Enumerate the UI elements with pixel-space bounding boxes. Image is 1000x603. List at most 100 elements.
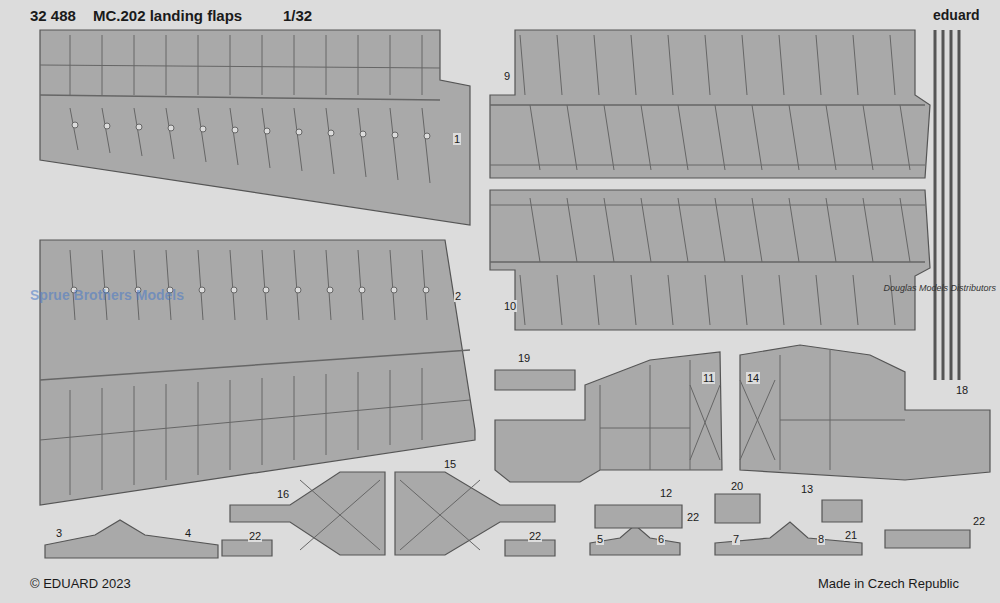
callout-number: 1 [453,133,461,145]
callout-number: 16 [276,488,290,500]
callout-number: 22 [972,515,986,527]
rib-line [166,108,174,159]
flap-part [490,190,930,330]
rib-line [358,372,359,450]
footer-note: Made in Czech Republic [818,577,959,591]
rib-line [900,105,910,170]
flap-part [40,240,475,505]
rib-line [422,250,427,320]
rib-line [900,198,910,262]
rib-line [668,35,673,95]
rib-line [294,35,295,95]
rib-line [422,35,423,95]
small-part [495,370,575,390]
rib-line [890,275,895,325]
rib-line [166,35,167,95]
callout-number: 2 [454,290,462,302]
rib-line [40,350,470,380]
lightening-hole [360,131,366,137]
rib-line [715,105,725,170]
rib-line [604,198,614,262]
rib-line [230,250,235,320]
lightening-hole [232,127,238,133]
rib-line [390,35,391,95]
callout-number: 8 [817,533,825,545]
fret-title: MC.202 landing flaps [93,8,242,25]
rib-line [604,105,614,170]
rib-line [166,384,167,480]
rib-line [262,35,263,95]
rib-line [594,275,599,325]
lightening-hole [296,129,302,135]
rib-line [530,198,540,262]
rib-line [230,108,238,165]
rib-line [779,275,784,325]
rib-line [557,35,562,95]
rib-line [594,35,599,95]
rib-line [490,205,925,206]
rib-line [134,35,135,95]
callout-number: 18 [955,384,969,396]
bay-part [395,472,555,555]
rib-line [490,104,925,106]
brand: eduard [933,8,980,23]
rib-line [826,105,836,170]
rib-line [567,105,577,170]
rib-line [789,105,799,170]
callout-number: 4 [184,527,192,539]
lightening-hole [72,122,78,128]
rib-line [326,35,327,95]
rib-line [40,400,470,440]
rib-line [557,275,562,325]
rib-line [641,105,651,170]
small-part [505,540,555,556]
small-part [885,530,970,548]
rib-line [863,105,873,170]
rib-line [262,108,270,168]
rib-line [830,350,831,470]
rib-line [705,275,710,325]
rib-line [70,390,71,495]
rib-line [70,250,75,320]
small-part [715,494,760,523]
callout-number: 12 [659,487,673,499]
rib-line [294,250,299,320]
rib-line [102,108,110,153]
lightening-hole [295,287,301,293]
rib-line [631,275,636,325]
rib-line [358,250,363,320]
scale: 1/32 [283,8,312,25]
callout-number: 21 [844,529,858,541]
rib-line [690,385,720,460]
rib-line [780,420,905,421]
rib-line [358,108,366,177]
callout-number: 19 [517,352,531,364]
callout-number: 22 [686,511,700,523]
rib-line [400,480,480,550]
rib-line [740,380,775,460]
lightening-hole [423,287,429,293]
rib-line [358,35,359,95]
small-part [595,505,682,528]
lightening-hole [136,124,142,130]
rib-line [490,165,925,166]
rib-line [530,105,540,170]
rib-line [102,250,107,320]
rib-line [520,35,525,95]
callout-number: 3 [55,527,63,539]
rib-line [230,35,231,95]
lightening-hole [391,287,397,293]
rib-line [134,386,135,485]
rib-line [326,108,334,174]
rib-line [198,35,199,95]
rib-line [390,108,398,180]
watermark: Sprue Brothers Models [30,288,184,303]
rib-line [567,198,577,262]
rib-line [780,355,781,470]
rib-line [134,108,142,156]
callout-number: 22 [528,530,542,542]
lightening-hole [168,125,174,131]
lightening-hole [104,123,110,129]
lightening-hole [328,130,334,136]
rib-line [102,388,103,490]
